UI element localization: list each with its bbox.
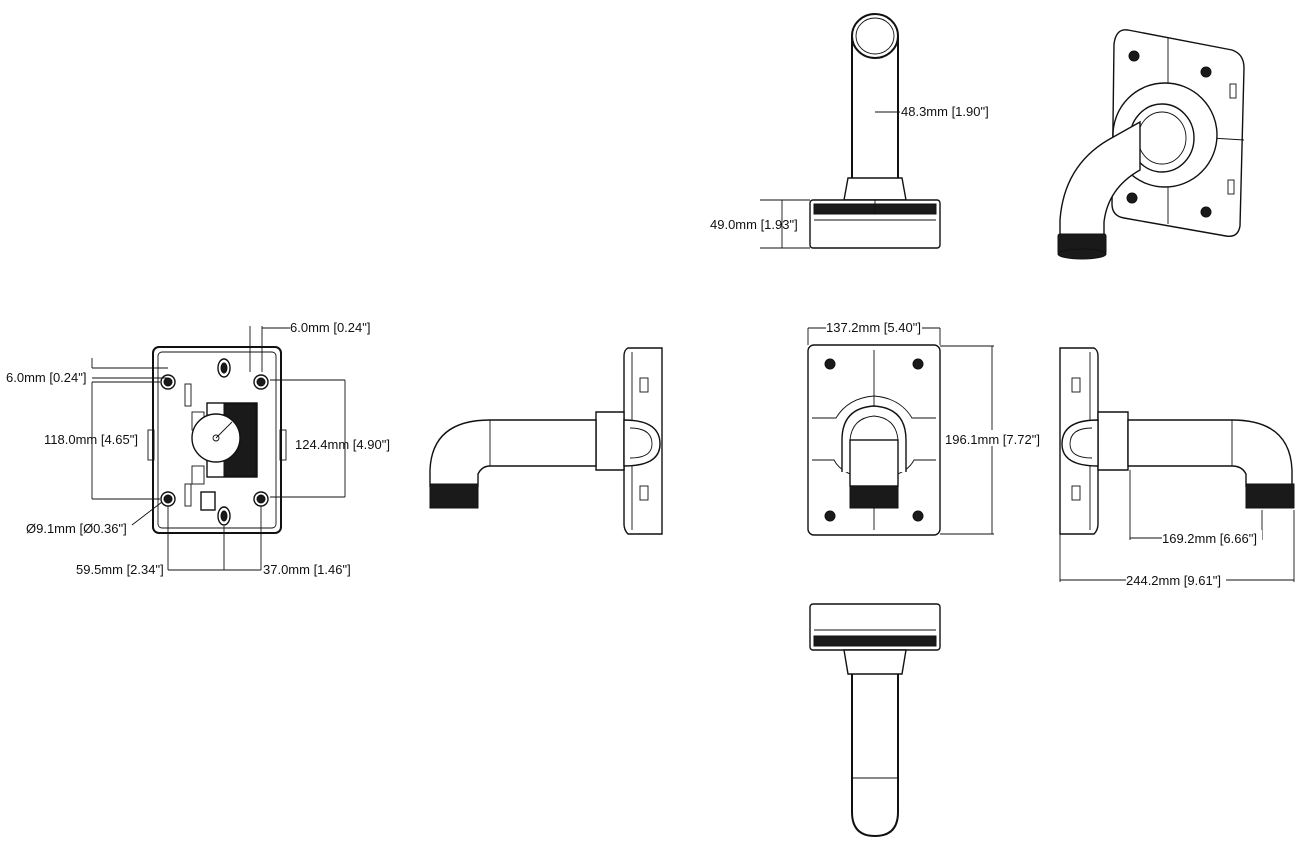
- left-side-view: [429, 347, 663, 535]
- isometric-view: [1057, 29, 1245, 260]
- dim-hole-inset-top: 6.0mm [0.24"]: [290, 320, 370, 335]
- dim-hole-diameter: Ø9.1mm [Ø0.36"]: [26, 521, 127, 536]
- dim-hole-spacing-horizontal-left: 59.5mm [2.34"]: [76, 562, 164, 577]
- dim-pipe-diameter: 48.3mm [1.90"]: [901, 104, 989, 119]
- top-view: 48.3mm [1.90"] 49.0mm [1.93"]: [710, 13, 989, 249]
- bottom-view: [809, 603, 941, 838]
- dim-overall-depth: 244.2mm [9.61"]: [1126, 573, 1221, 588]
- dim-hole-inset-side: 6.0mm [0.24"]: [6, 370, 86, 385]
- mounting-plate-view: 6.0mm [0.24"] 6.0mm [0.24"] 118.0mm [4.6…: [6, 320, 390, 577]
- dim-arm-reach: 169.2mm [6.66"]: [1162, 531, 1257, 546]
- dim-base-height: 49.0mm [1.93"]: [710, 217, 798, 232]
- right-side-view: 169.2mm [6.66"] 244.2mm [9.61"]: [1059, 347, 1295, 588]
- front-view: 137.2mm [5.40"] 196.1mm [7.72"]: [807, 318, 1043, 536]
- dim-hole-spacing-vertical-left: 118.0mm [4.65"]: [44, 432, 138, 447]
- dim-plate-width: 137.2mm [5.40"]: [826, 320, 921, 335]
- dim-hole-spacing-vertical-right: 124.4mm [4.90"]: [295, 437, 390, 452]
- dim-hole-spacing-horizontal-right: 37.0mm [1.46"]: [263, 562, 351, 577]
- dim-plate-height: 196.1mm [7.72"]: [945, 432, 1040, 447]
